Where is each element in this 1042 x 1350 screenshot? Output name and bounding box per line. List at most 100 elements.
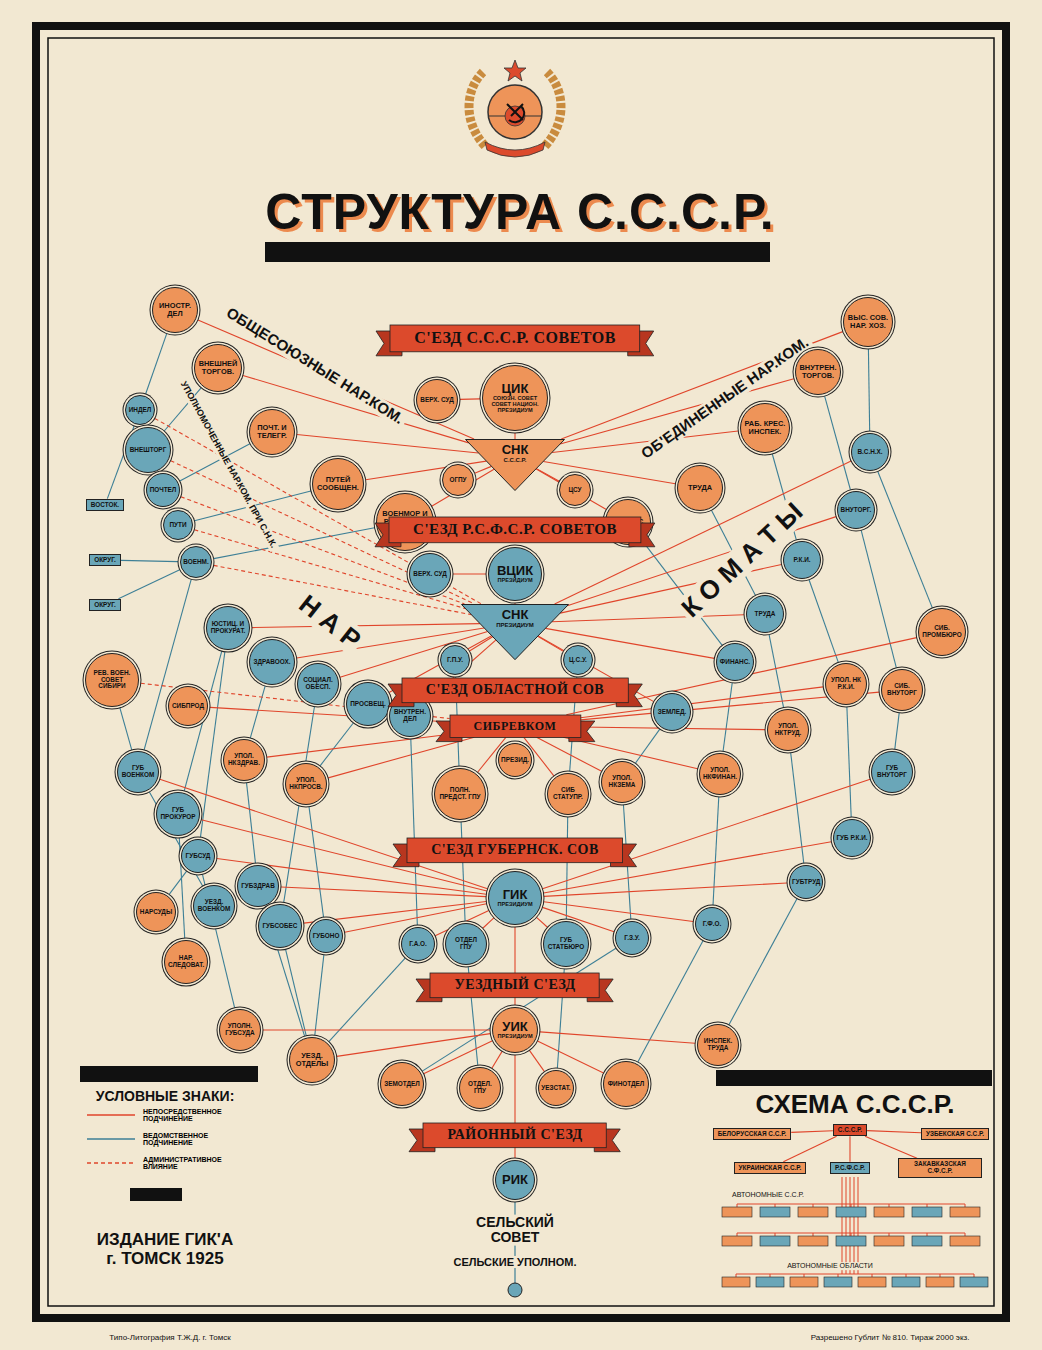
office-circle: ВЫС. СОВ. НАР. ХОЗ. [843,297,893,347]
office-circle: ГУБ ВНУТОРГ [871,751,913,793]
connector [849,1136,850,1161]
office-circle: ЗДРАВООХ. [249,639,295,685]
scheme-box [790,1277,818,1287]
scheme-wire [906,1274,907,1277]
node-text: ПРЕЗИДИУМ [497,408,532,414]
office-circle: ВНЕШТОРГ [125,427,171,473]
office-circle: НАР. СЛЕДОВАТ. [164,940,208,984]
connector [155,418,482,604]
node-text: ПРЕЗИДИУМ [496,622,534,628]
scheme-wire [775,1233,776,1236]
node-text: ВНЕШТОРГ [130,447,167,454]
title-bar [265,242,770,262]
office-circle: СИБПРОД [168,686,208,726]
scheme-box [756,1277,784,1287]
connector [536,469,606,510]
node-text: Р.С.Ф.С.Р. [835,1165,865,1172]
connector [537,1041,603,1073]
node-text: ЗЕМЛЕД. [658,709,687,716]
office-circle: СИБ. ПРОМБЮРО [918,608,966,656]
node-text: С'ЕЗД ОБЛАСТНОЙ СОВ [426,683,604,698]
node-text: ОКРУГ. [94,602,116,609]
connector [783,1136,836,1161]
legend-entry: ВЕДОМСТВЕННОЕ ПОДЧИНЕНИЕ [85,1132,255,1147]
connector [769,635,783,708]
connector [638,941,703,1062]
scheme-wire [889,1204,890,1207]
connector [469,637,492,651]
node-text: Г.Ф.О. [703,921,722,928]
connector [461,822,465,921]
node-text: ЦСУ [568,487,581,494]
connector [181,497,465,604]
office-circle: ФИНОТДЕЛ [603,1061,649,1107]
connector [729,899,797,1025]
office-box: ОКРУГ. [89,554,121,567]
connector [895,713,899,749]
connector [297,435,479,453]
scheme-box [874,1207,904,1217]
office-circle: ТРУДА [746,595,784,633]
connector [422,948,616,1071]
congress-ribbon: РАЙОННЫЙ С'ЕЗД [423,1123,606,1148]
office-circle: УПОЛ. НКЗДРАВ. [223,739,265,781]
office-box: ВОСТОК. [86,499,124,512]
frame [36,26,1006,1318]
connector [120,708,132,750]
village-circle [508,1283,522,1297]
node-text: ЮСТИЦ. И ПРОКУРАТ. [210,621,246,634]
connector [809,580,838,663]
office-circle: ГУБ ПРОКУРОР [156,792,200,836]
scheme-wire [965,1233,966,1236]
connector [543,779,871,889]
node-text: ВНЕШНЕЙ ТОРГОВ. [198,360,237,376]
scheme-wire [851,1204,852,1207]
connector [867,1131,921,1133]
node-text: ЗДРАВООХ. [253,659,290,666]
node-text: ПРЕЗИДИУМ [497,578,532,584]
scheme-wire [737,1233,738,1236]
scheme-bar [716,1070,992,1086]
node-text: ВОСТОК. [91,502,119,509]
connector [309,807,324,917]
office-circle: ПОЛН. ПРЕДСТ. ГПУ [434,768,486,820]
scheme-wire [736,1274,737,1277]
star [504,60,526,81]
scheme-box [824,1277,852,1287]
label: СЕЛЬСКИЕ УПОЛНОМ. [450,1256,579,1268]
office-circle: УПОЛ. НК Р.К.И. [825,663,867,705]
office-circle: СИБ СТАТУПР. [547,773,589,815]
node-text: УПОЛ. НКТРУД. [771,723,805,736]
legend-line [87,1115,135,1117]
office-circle: ВЕРХ. СУД [416,379,458,421]
state-emblem [469,60,561,157]
node-text: ВНУТРЕН. ТОРГОВ. [799,364,837,380]
node-text: ОКРУГ. [94,557,116,564]
office-circle: УПОЛ. НКТРУД. [767,709,809,751]
connector [320,723,353,766]
node-text: ИНОСТР. ДЕЛ [156,302,194,318]
label: СХЕМА С.С.С.Р. [753,1090,958,1119]
node-text: УЗБЕКСКАЯ С.С.Р. [926,1131,984,1138]
label: СЕЛЬСКИЙ СОВЕТ [467,1215,563,1246]
office-circle: Г.П.У. [440,645,470,675]
legend-entry: НЕПОСРЕДСТВЕННОЕ ПОДЧИНЕНИЕ [85,1108,255,1123]
label: Типо-Литография Т.Ж.Д. г. Томск [106,1334,233,1343]
connector [865,1136,917,1158]
scheme-box [874,1236,904,1246]
connector [635,729,659,763]
label: УСЛОВНЫЕ ЗНАКИ: [93,1089,238,1104]
label: ИЗДАНИЕ ГИК'А г. ТОМСК 1925 [87,1231,243,1268]
node-text: УПОЛН. ГУБСУДА [223,1023,257,1036]
connector [252,624,480,628]
office-circle: СОЦИАЛ. ОБЕСП. [297,663,339,705]
connector [878,471,933,607]
republic-box: Р.С.Ф.С.Р. [830,1162,870,1175]
connector [544,883,787,896]
connector [868,349,869,431]
node-text: УПОЛ. НКФИНАН. [703,767,737,780]
scheme-wire [974,1274,975,1277]
office-circle: УЕЗД. ВОЕНКОМ [193,885,235,927]
connector [200,652,224,837]
